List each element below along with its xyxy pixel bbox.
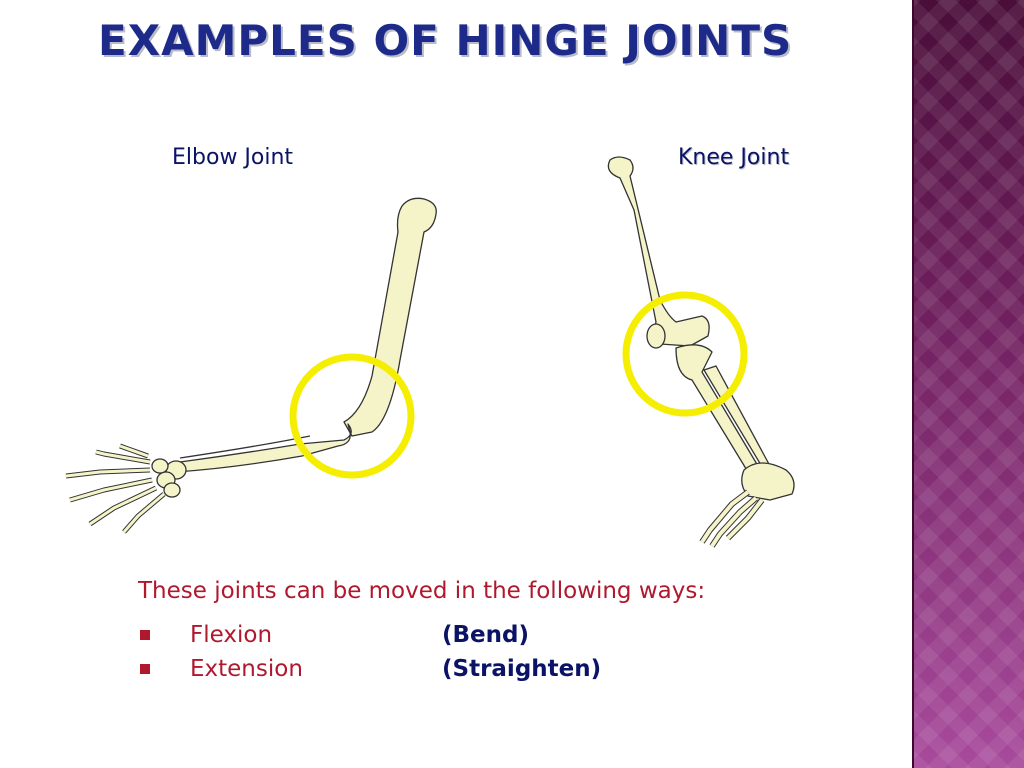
movement-description: (Bend) — [442, 622, 529, 648]
finger-bone — [89, 486, 157, 526]
slide-title: EXAMPLES OF HINGE JOINTS — [98, 16, 793, 65]
foot-bone — [726, 498, 764, 540]
foot-bone — [700, 490, 750, 544]
square-bullet-icon — [140, 630, 150, 640]
list-item: Flexion (Bend) — [138, 618, 838, 652]
sidebar-divider — [912, 0, 914, 768]
knee-highlight-circle — [622, 291, 748, 417]
movement-name: Flexion — [190, 622, 273, 648]
finger-bone — [65, 468, 151, 478]
movement-section: These joints can be moved in the followi… — [138, 578, 838, 686]
leg-skeleton — [607, 156, 795, 548]
decorative-sidebar — [912, 0, 1024, 768]
finger-bone — [69, 478, 153, 502]
arm-skeleton — [65, 197, 437, 534]
finger-bone — [119, 444, 149, 458]
movement-name: Extension — [190, 656, 303, 682]
wrist-bone — [151, 458, 169, 474]
humerus-bone — [343, 197, 437, 437]
skeleton-illustration — [65, 156, 795, 548]
heel-bone — [741, 462, 795, 501]
list-item: Extension (Straighten) — [138, 652, 838, 686]
elbow-highlight-circle — [289, 353, 415, 479]
foot-bone — [710, 496, 758, 548]
knee-joint-label: Knee Joint — [678, 145, 790, 170]
elbow-joint-label: Elbow Joint — [172, 145, 294, 170]
movement-description: (Straighten) — [442, 656, 602, 682]
finger-bone — [122, 492, 165, 533]
square-bullet-icon — [140, 664, 150, 674]
femur-bone — [607, 156, 710, 347]
wrist-bone — [163, 482, 181, 498]
movement-intro-text: These joints can be moved in the followi… — [138, 578, 706, 604]
patella-bone — [646, 323, 666, 349]
finger-bone — [95, 450, 151, 464]
